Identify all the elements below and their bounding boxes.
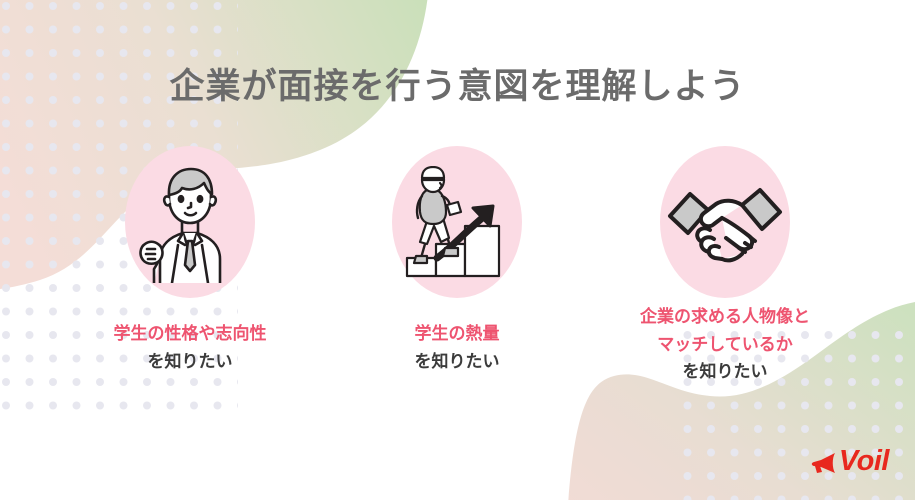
caption-1: 学生の性格や志向性 を知りたい: [56, 320, 324, 375]
person-climbing-stairs-icon: [405, 166, 501, 278]
megaphone-icon: [811, 452, 835, 473]
badge-circle-1: [125, 146, 255, 298]
point-column-3: 企業の求める人物像と マッチしているか を知りたい: [591, 146, 859, 386]
caption-tail-line: を知りたい: [414, 351, 500, 371]
handshake-icon: [668, 188, 782, 263]
point-column-1: 学生の性格や志向性 を知りたい: [56, 146, 324, 375]
caption-3: 企業の求める人物像と マッチしているか を知りたい: [591, 303, 859, 386]
caption-accent-line: 企業の求める人物像と: [640, 307, 810, 326]
caption-tail-line: を知りたい: [147, 351, 233, 371]
caption-accent-line: 学生の性格や志向性: [113, 324, 267, 343]
business-person-icon: [139, 167, 222, 283]
brand-logo[interactable]: Voil: [810, 445, 890, 477]
badge-circle-3: [660, 146, 790, 298]
badge-circle-2: [392, 146, 522, 298]
point-column-2: 学生の熱量 を知りたい: [323, 146, 591, 375]
caption-accent-line: 学生の熱量: [414, 324, 500, 343]
caption-2: 学生の熱量 を知りたい: [323, 320, 591, 375]
caption-accent-line: マッチしているか: [657, 334, 793, 354]
slide-title: 企業が面接を行う意図を理解しよう: [169, 67, 746, 106]
points-row: 学生の性格や志向性 を知りたい: [0, 146, 915, 456]
caption-tail-line: を知りたい: [682, 362, 768, 382]
brand-logo-text: Voil: [838, 445, 890, 477]
